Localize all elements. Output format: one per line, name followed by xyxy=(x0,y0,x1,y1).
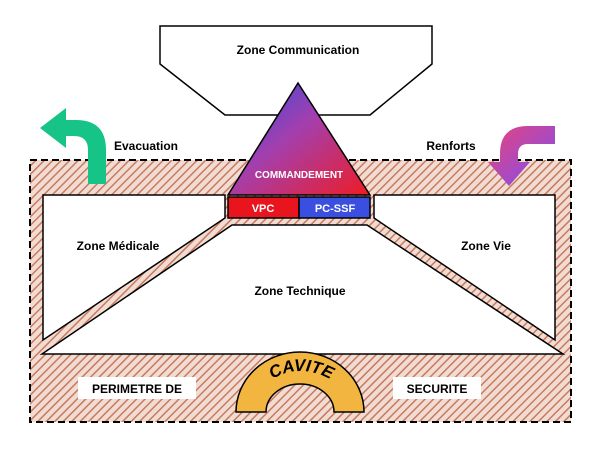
zone-medicale-label: Zone Médicale xyxy=(77,239,160,253)
vpc-label: VPC xyxy=(252,203,275,215)
perimetre-label: PERIMETRE DE xyxy=(92,382,182,396)
commandement-triangle xyxy=(226,81,372,196)
zone-communication-label: Zone Communication xyxy=(237,43,360,57)
renforts-arrow-icon xyxy=(488,126,555,186)
evacuation-arrow-icon xyxy=(40,108,106,184)
pcssf-label: PC-SSF xyxy=(315,203,356,215)
zone-vie-label: Zone Vie xyxy=(461,239,511,253)
securite-label-box xyxy=(393,377,481,399)
perimetre-label-box xyxy=(78,377,196,399)
renforts-label: Renforts xyxy=(426,139,476,153)
zone-technique xyxy=(39,224,566,355)
pcssf-box xyxy=(298,196,371,219)
zone-medicale xyxy=(42,194,226,342)
zone-vie xyxy=(373,194,556,342)
securite-label: SECURITE xyxy=(407,382,468,396)
evacuation-label: Evacuation xyxy=(114,139,178,153)
zone-technique-label: Zone Technique xyxy=(254,284,345,298)
commandement-label: COMMANDEMENT xyxy=(255,170,343,181)
cavite-arch xyxy=(235,351,365,413)
zone-communication xyxy=(159,25,433,116)
